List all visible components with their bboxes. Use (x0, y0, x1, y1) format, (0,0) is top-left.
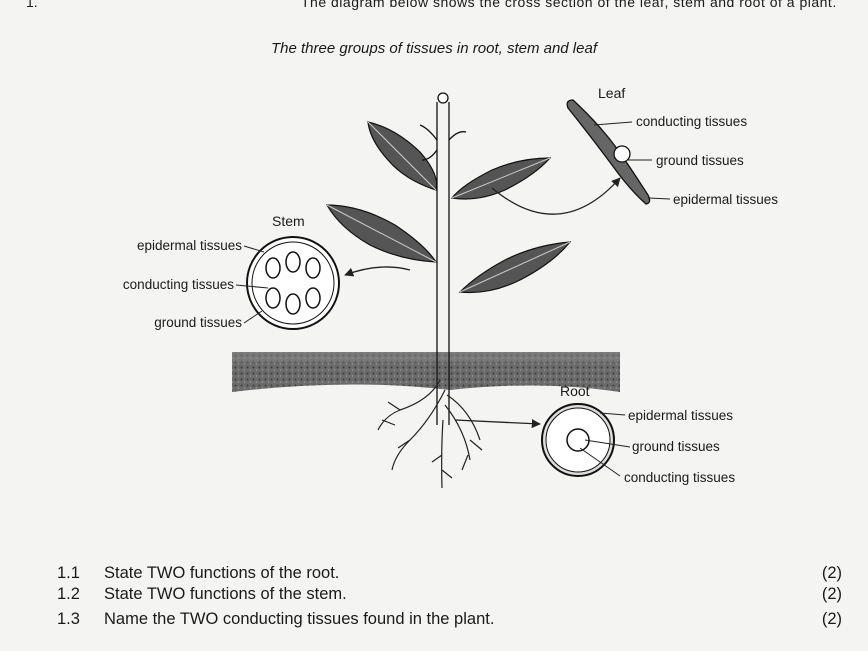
question-marks: (2) (821, 585, 842, 603)
question-text: State TWO functions of the root. (104, 564, 340, 582)
intro-text: The diagram below shows the cross sectio… (301, 0, 837, 10)
plant-leaves (325, 121, 572, 294)
stem-label-conducting: conducting tissues (123, 277, 234, 292)
question-number: 1. (26, 0, 38, 10)
leaf-title: Leaf (598, 85, 625, 101)
leaf-label-epidermal: epidermal tissues (673, 192, 778, 207)
plant-diagram: Leaf conducting tissues ground tissues e… (123, 85, 778, 489)
leaf-label-conducting: conducting tissues (636, 114, 747, 129)
root-label-conducting: conducting tissues (624, 470, 735, 485)
question-text: Name the TWO conducting tissues found in… (104, 610, 495, 628)
question-intro: 1. The diagram below shows the cross sec… (0, 0, 868, 12)
root-label-epidermal: epidermal tissues (628, 408, 733, 423)
question-marks: (2) (821, 564, 842, 582)
stem-label-epidermal: epidermal tissues (137, 238, 242, 253)
leaf-label-ground: ground tissues (656, 153, 744, 168)
question-number: 1.3 (57, 610, 80, 628)
question-marks: (2) (821, 610, 842, 628)
question-number: 1.1 (57, 564, 80, 582)
stem-cross-section (246, 236, 340, 330)
stem-title: Stem (272, 213, 305, 229)
plant-stem (419, 92, 467, 425)
plant-roots (377, 379, 483, 489)
question-number: 1.2 (57, 585, 80, 603)
root-label-ground: ground tissues (632, 439, 720, 454)
diagram-caption: The three groups of tissues in root, ste… (270, 40, 597, 57)
leader-lines (235, 121, 671, 477)
leaf-cross-section (566, 99, 651, 205)
question-text: State TWO functions of the stem. (104, 585, 347, 603)
root-cross-section (541, 403, 615, 477)
stem-label-ground: ground tissues (154, 315, 242, 330)
root-title: Root (560, 383, 590, 399)
diagram-arrows (344, 177, 621, 429)
soil-band (232, 352, 620, 392)
